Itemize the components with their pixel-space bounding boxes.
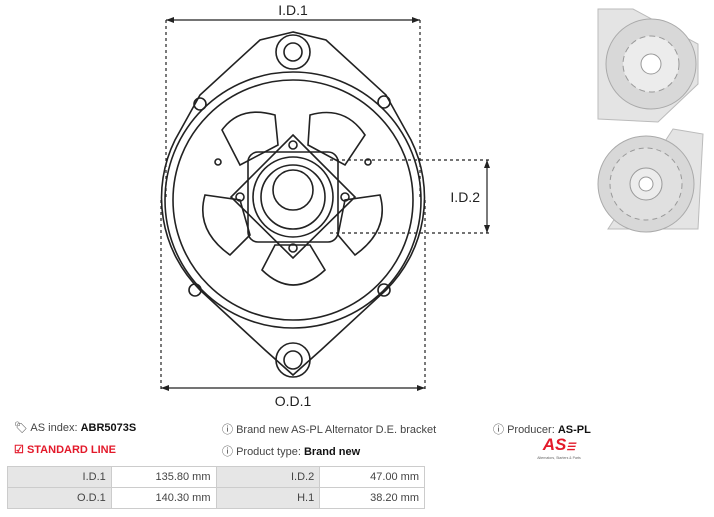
product-photos (597, 8, 704, 233)
od1-label: O.D.1 (275, 393, 312, 409)
id2-label: I.D.2 (450, 189, 480, 205)
description: ⓘ Brand new AS-PL Alternator D.E. bracke… (222, 424, 437, 436)
product-type: ⓘ Product type: Brand new (222, 446, 361, 458)
producer: ⓘ Producer: AS-PL (493, 424, 591, 436)
table-row: O.D.1 140.30 mm H.1 38.20 mm (7, 487, 425, 509)
check-square-icon: ☑ (14, 444, 24, 456)
standard-line-badge: ☑ STANDARD LINE (14, 444, 116, 456)
bracket-photo-back (597, 128, 704, 233)
id1-label: I.D.1 (278, 2, 308, 18)
info-circle-icon: ⓘ (493, 424, 504, 436)
info-circle-icon: ⓘ (222, 424, 233, 436)
as-index: 🏷 AS index: ABR5073S (14, 422, 137, 434)
technical-drawing: I.D.1 O.D.1 I.D.2 (160, 2, 490, 409)
bracket-photo-front (597, 8, 699, 123)
info-circle-icon: ⓘ (222, 446, 233, 458)
table-row: I.D.1 135.80 mm I.D.2 47.00 mm (7, 466, 425, 488)
as-pl-logo: AS☰ Alternators, Starters & Parts (537, 435, 581, 460)
specs-table: I.D.1 135.80 mm I.D.2 47.00 mm O.D.1 140… (7, 466, 425, 509)
tags-icon: 🏷 (14, 422, 28, 434)
